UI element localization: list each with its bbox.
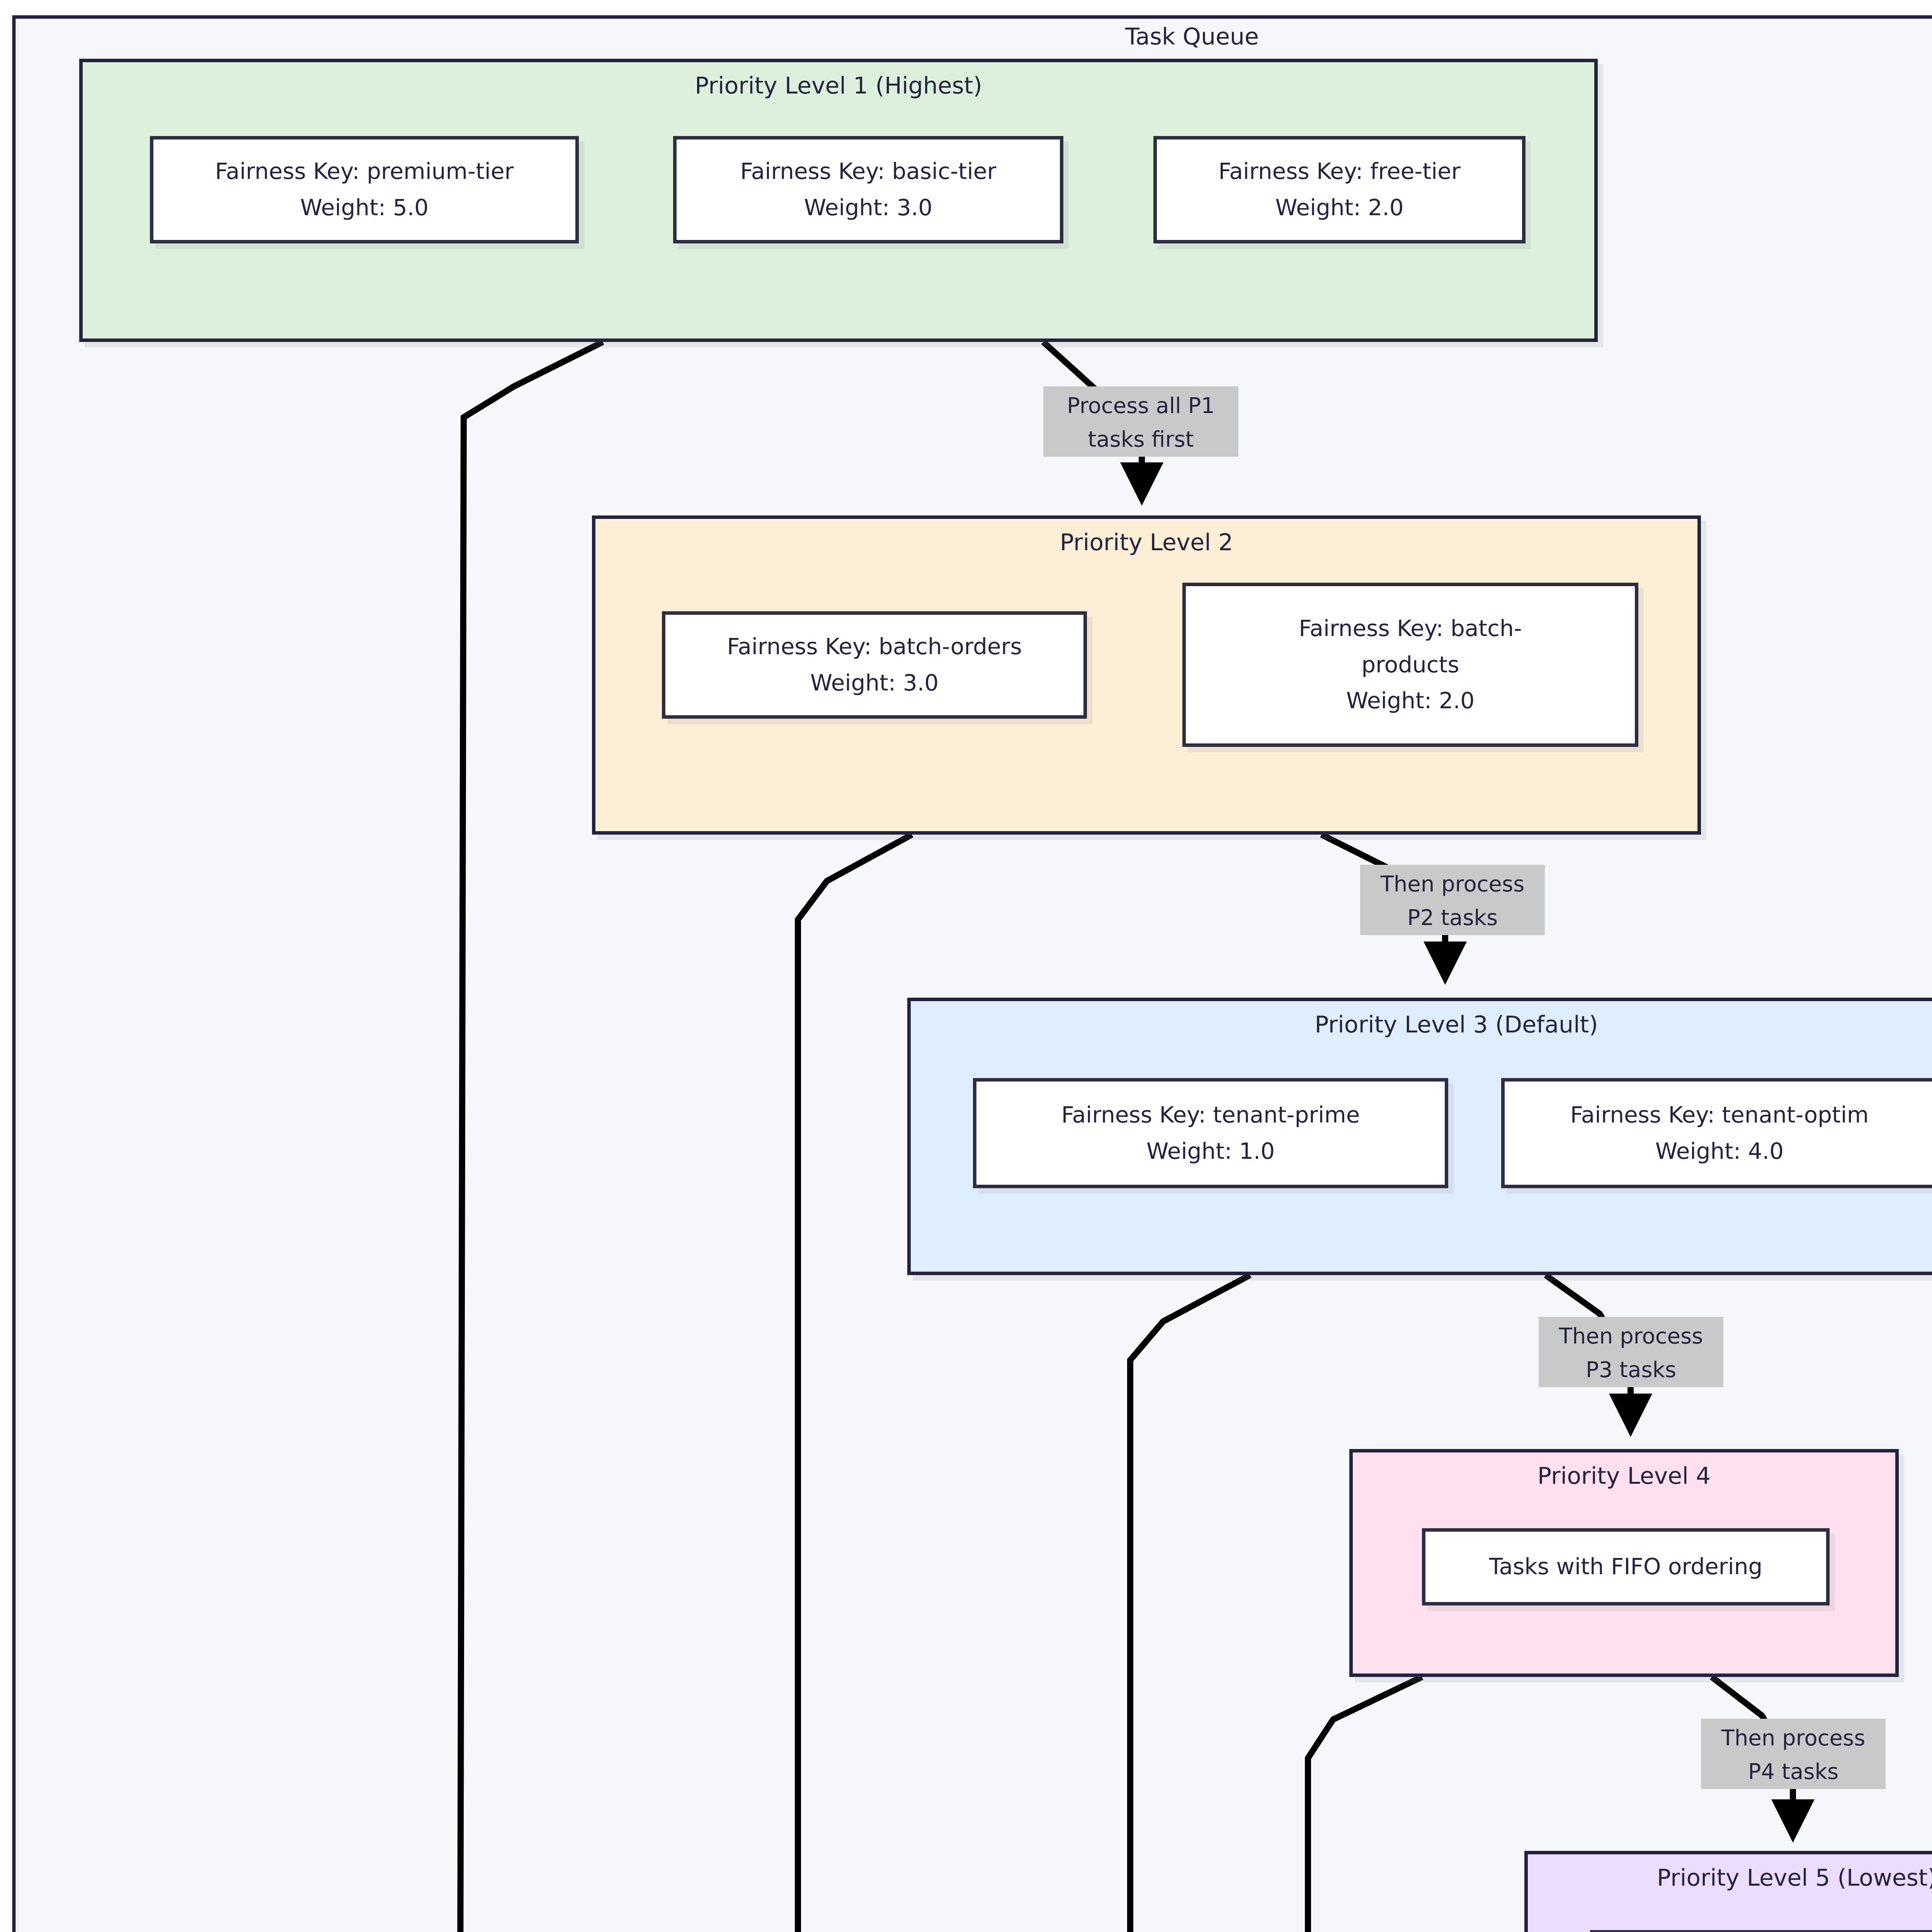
cluster-title-p3: Priority Level 3 (Default) [1315,1011,1598,1038]
node-text: Tasks with FIFO ordering [1489,1553,1763,1580]
node-p5-fifo-tasks[interactable]: Tasks with FIFO ordering [1590,1930,1932,1932]
node-p4-fifo-tasks[interactable]: Tasks with FIFO ordering [1422,1528,1830,1605]
cluster-title-p4: Priority Level 4 [1537,1463,1711,1490]
edge-p2-to-workers [795,832,913,1932]
cluster-title-p5: Priority Level 5 (Lowest) [1657,1864,1932,1891]
cluster-title-p1: Priority Level 1 (Highest) [695,72,982,99]
cluster-title-p2: Priority Level 2 [1060,529,1233,556]
cluster-priority-level-5: Priority Level 5 (Lowest) [1524,1851,1932,1932]
edge-group-workers [457,339,1423,1932]
